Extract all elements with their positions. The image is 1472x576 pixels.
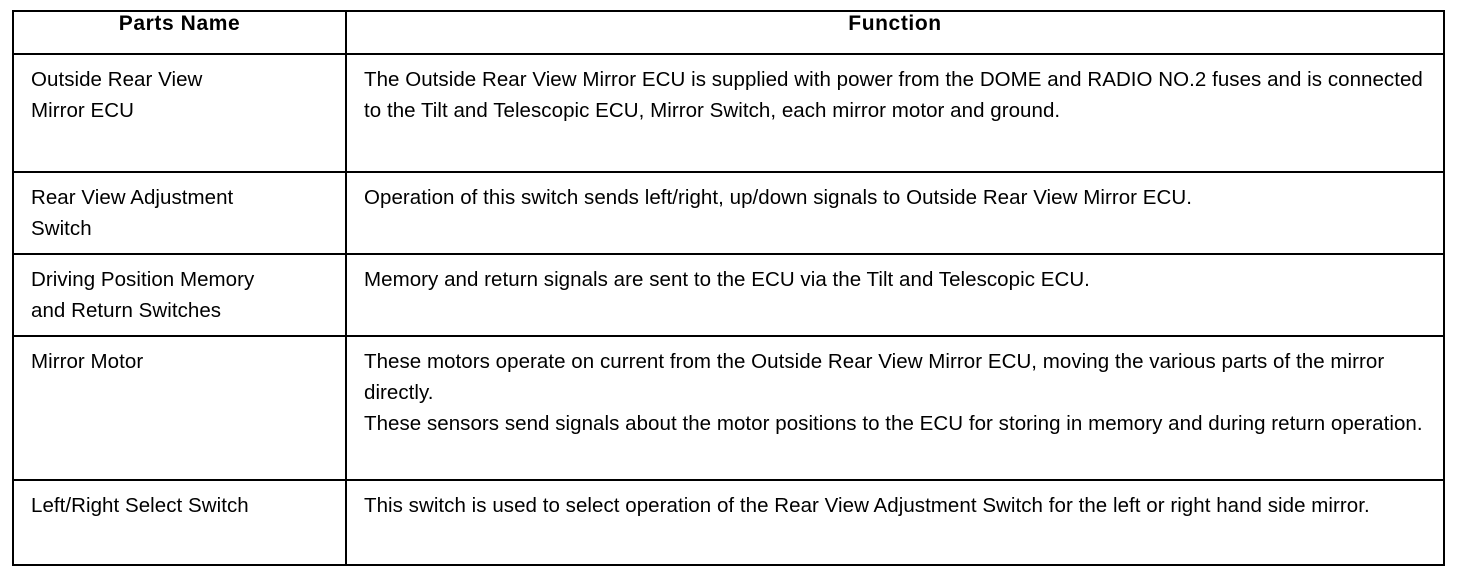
function-paragraph: Operation of this switch sends left/righ…: [364, 186, 1192, 209]
column-header-function: Function: [345, 10, 1445, 55]
column-header-parts-name: Parts Name: [12, 10, 347, 55]
cell-function: Operation of this switch sends left/righ…: [345, 171, 1445, 255]
cell-function: Memory and return signals are sent to th…: [345, 253, 1445, 337]
table-body: Outside Rear View Mirror ECU The Outside…: [12, 53, 1445, 566]
function-paragraph: These motors operate on current from the…: [364, 350, 1385, 404]
cell-parts-name: Outside Rear View Mirror ECU: [12, 53, 347, 173]
table-row: Outside Rear View Mirror ECU The Outside…: [12, 53, 1445, 173]
cell-parts-name: Rear View Adjustment Switch: [12, 171, 347, 255]
table-header: Parts Name Function: [12, 10, 1445, 55]
table-header-row: Parts Name Function: [12, 10, 1445, 55]
function-paragraph: This switch is used to select operation …: [364, 494, 1370, 517]
table-row: Mirror Motor These motors operate on cur…: [12, 335, 1445, 481]
cell-parts-name: Left/Right Select Switch: [12, 479, 347, 566]
cell-parts-name: Mirror Motor: [12, 335, 347, 481]
table-row: Left/Right Select Switch This switch is …: [12, 479, 1445, 566]
cell-function: This switch is used to select operation …: [345, 479, 1445, 566]
table-row: Driving Position Memory and Return Switc…: [12, 253, 1445, 337]
table-row: Rear View Adjustment Switch Operation of…: [12, 171, 1445, 255]
cell-parts-name: Driving Position Memory and Return Switc…: [12, 253, 347, 337]
function-paragraph: The Outside Rear View Mirror ECU is supp…: [364, 68, 1423, 122]
function-paragraph: These sensors send signals about the mot…: [364, 412, 1423, 435]
parts-function-table: Parts Name Function Outside Rear View Mi…: [12, 10, 1445, 566]
function-paragraph: Memory and return signals are sent to th…: [364, 268, 1090, 291]
cell-function: These motors operate on current from the…: [345, 335, 1445, 481]
cell-function: The Outside Rear View Mirror ECU is supp…: [345, 53, 1445, 173]
